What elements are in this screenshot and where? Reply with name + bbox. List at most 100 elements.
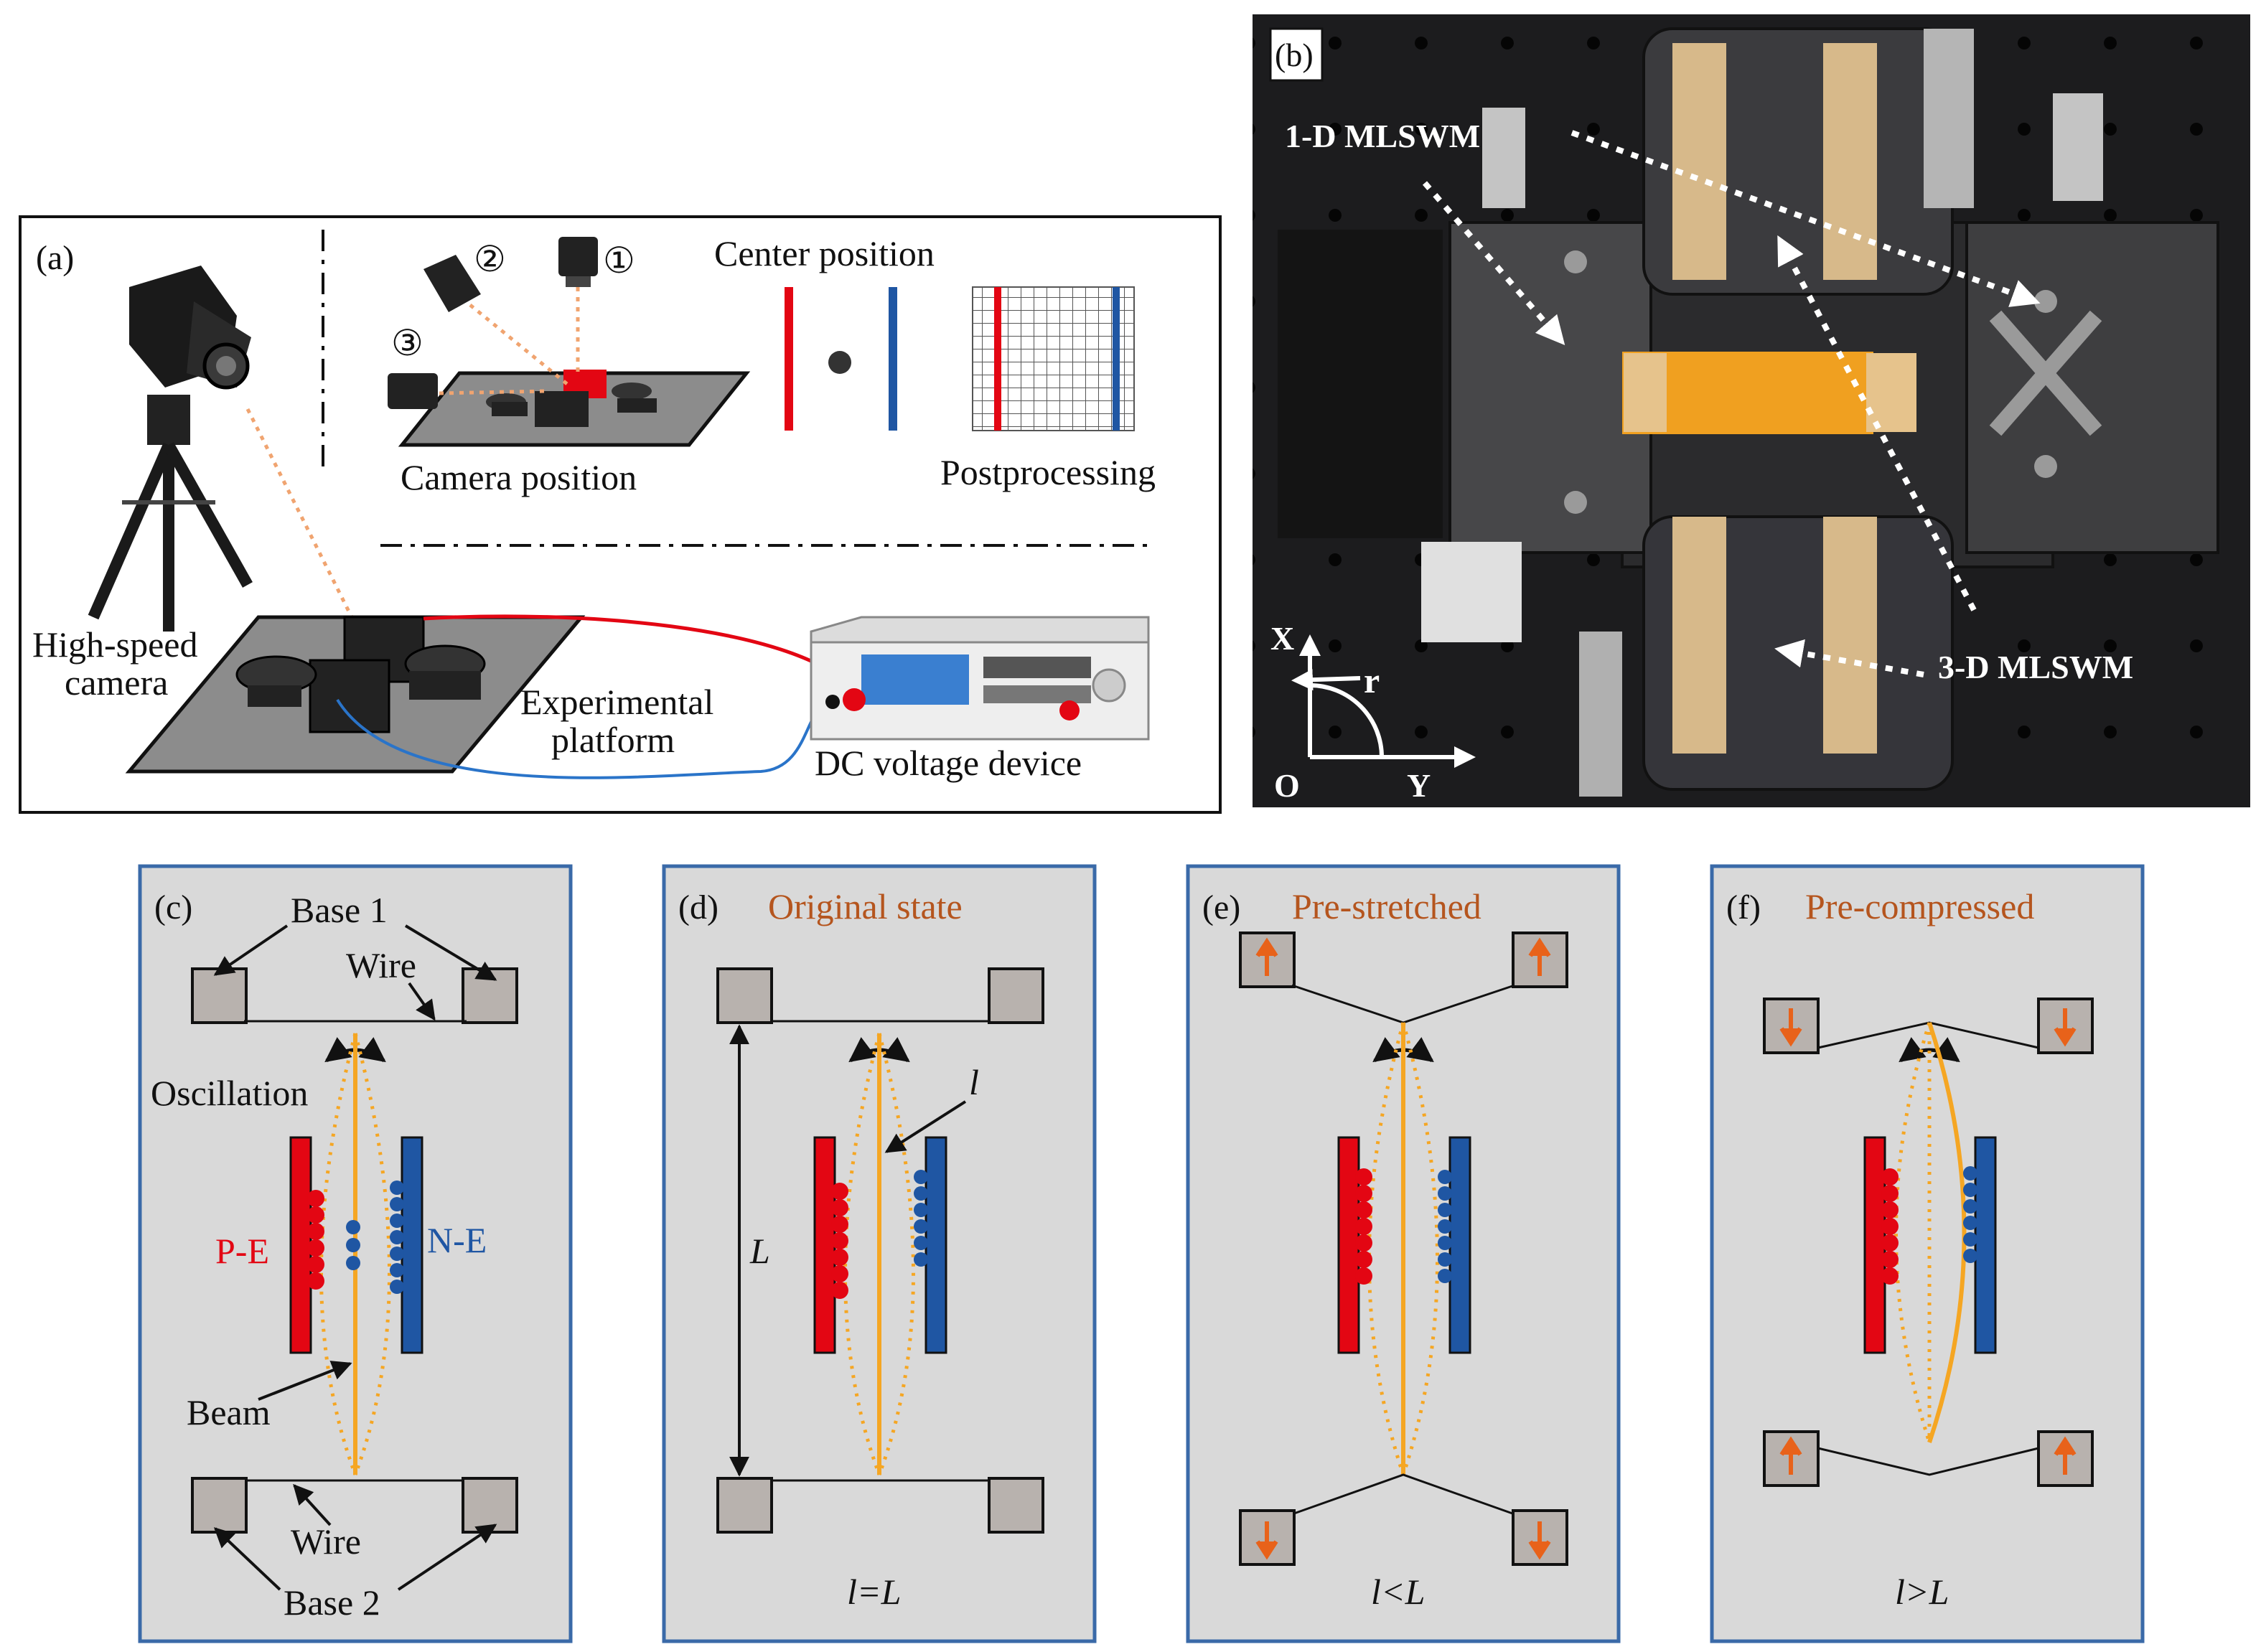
base1-pointer-left <box>213 924 289 976</box>
base-top-left <box>716 967 773 1024</box>
wire-bottom-label: Wire <box>291 1521 361 1562</box>
panel-e-tag: (e) <box>1202 888 1240 926</box>
beam-envelope-right <box>353 1033 391 1475</box>
camera-view-line <box>245 408 354 619</box>
positive-electrode <box>1863 1136 1886 1354</box>
panel-b-tag-box <box>1269 27 1324 82</box>
left-mount <box>1278 230 1443 538</box>
axis-y-label: Y <box>1407 767 1431 804</box>
beam-envelope-right <box>877 1033 915 1475</box>
x-tape-mark <box>1989 310 2102 436</box>
axis-o-label: O <box>1274 767 1300 804</box>
up-arrow-icon <box>2054 1436 2077 1475</box>
bottom-wood-left <box>1672 517 1726 754</box>
negative-electrode <box>401 1136 423 1354</box>
barcode-label <box>1421 542 1522 642</box>
micrometer-left <box>1482 108 1525 208</box>
panel-a-tag: (a) <box>36 239 74 277</box>
L-length-label: L <box>749 1231 770 1271</box>
base2-pointer-left <box>213 1527 281 1591</box>
positive-charges <box>1881 1168 1899 1285</box>
screw-4 <box>2034 455 2057 478</box>
panel-e-relation: l<L <box>1371 1572 1425 1612</box>
wire-bottom-pointer <box>293 1483 332 1526</box>
panel-c-tag: (c) <box>154 888 192 926</box>
wire-bottom <box>1291 1473 1515 1516</box>
up-arrow-icon <box>1779 1436 1802 1475</box>
positive-charges <box>1355 1168 1372 1285</box>
panel-b: (b) 1-D MLSWM 3-D MLSWM X Y O r <box>1253 14 2250 807</box>
screw-1 <box>1564 250 1587 273</box>
center-position-label: Center position <box>714 233 935 273</box>
negative-charges <box>1438 1170 1452 1283</box>
negative-electrode <box>1448 1136 1471 1354</box>
wire-top-pointer <box>408 982 436 1021</box>
axis-indicator <box>1291 634 1476 768</box>
negative-charges <box>914 1170 928 1267</box>
base2-left <box>191 1477 248 1534</box>
base1-pointer-right <box>404 924 497 981</box>
panel-d: (d) Original state l L l=L <box>662 864 1097 1643</box>
base2-right <box>462 1477 518 1534</box>
beam-envelope-left <box>319 1033 357 1475</box>
camera-3-icon <box>388 373 438 409</box>
free-charges <box>346 1220 360 1270</box>
beam-envelope-left <box>1894 1022 1932 1443</box>
experimental-platform-label-line2: platform <box>551 720 675 760</box>
beam-curve <box>1927 1022 1967 1443</box>
label-1d-mlswm: 1-D MLSWM <box>1285 118 1480 154</box>
micrometer-top <box>1924 29 1974 208</box>
panel-b-tag: (b) <box>1275 37 1314 73</box>
positive-electrode <box>813 1136 836 1354</box>
experimental-platform-label: Experimental <box>520 682 713 722</box>
top-wood-right <box>1823 43 1877 280</box>
negative-electrode <box>924 1136 947 1354</box>
oscillation-label: Oscillation <box>151 1073 308 1113</box>
axis-r-label: r <box>1364 660 1380 700</box>
panel-d-title: Original state <box>768 886 963 926</box>
arrow-3d-up <box>1777 235 1977 611</box>
camera-1-number: ① <box>603 240 635 281</box>
center-dot <box>828 351 851 374</box>
panel-d-relation: l=L <box>847 1572 901 1612</box>
bottom-wood-right <box>1823 517 1877 754</box>
micrometer-right <box>2053 93 2103 201</box>
camera-2-view-line <box>469 304 568 385</box>
base-bottom-left <box>716 1477 773 1534</box>
center-negative-electrode <box>889 287 897 431</box>
l-pointer <box>884 1100 967 1153</box>
negative-charges <box>390 1181 404 1294</box>
panel-e: (e) Pre-stretched l<L <box>1186 864 1621 1643</box>
high-speed-camera-icon <box>88 266 253 632</box>
down-arrow-icon <box>1528 1521 1551 1560</box>
negative-cable <box>336 698 833 779</box>
screw-2 <box>1564 491 1587 514</box>
pe-label: P-E <box>215 1231 269 1271</box>
postprocessing-label: Postprocessing <box>940 452 1156 492</box>
oscillation-arrow <box>1899 1037 1960 1063</box>
panel-f-frame <box>1710 864 2145 1643</box>
beam-pointer <box>258 1361 352 1401</box>
wood-block-left <box>1624 353 1667 432</box>
camera-position-label: Camera position <box>401 457 637 497</box>
panel-f-relation: l>L <box>1895 1572 1949 1612</box>
beam-label: Beam <box>187 1392 271 1432</box>
dc-voltage-device-label: DC voltage device <box>815 743 1082 783</box>
base-bottom-right <box>988 1477 1044 1534</box>
base2-label: Base 2 <box>284 1582 380 1623</box>
camera-1-icon <box>558 237 598 287</box>
ne-label: N-E <box>427 1220 487 1260</box>
down-arrow-icon <box>1255 1521 1278 1560</box>
camera-3-view-line <box>439 389 546 395</box>
base1-left <box>191 967 248 1024</box>
left-stage <box>1448 221 1652 554</box>
grid-negative-line <box>1113 287 1120 431</box>
micrometer-bottom <box>1579 632 1622 797</box>
negative-charges <box>1963 1166 1977 1263</box>
camera-3-number: ③ <box>391 323 423 363</box>
dc-voltage-device-icon <box>810 616 1150 741</box>
l-length-label: l <box>969 1062 979 1102</box>
down-arrow-icon <box>2054 1008 2077 1047</box>
arrow-1d-right <box>1570 130 2041 307</box>
